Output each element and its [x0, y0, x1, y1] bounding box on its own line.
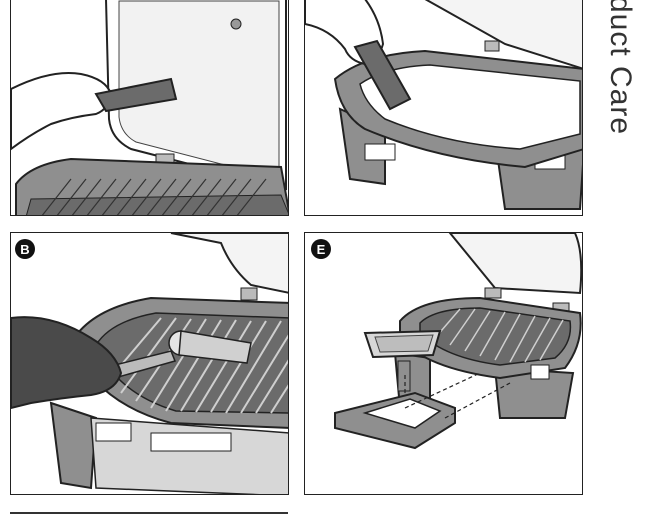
panel-lid-scraping: [10, 0, 289, 216]
section-title: duct Care: [603, 0, 643, 135]
cookbox-scraping-illustration: [305, 0, 582, 210]
panel-grate-brushing: B: [10, 232, 289, 495]
panel-drip-tray: E: [304, 232, 583, 495]
panel-cookbox-scraping: [304, 0, 583, 216]
footer-divider: [10, 512, 288, 514]
grate-brushing-illustration: [11, 233, 288, 494]
step-badge-b: B: [15, 239, 35, 259]
drip-tray-illustration: [334, 233, 582, 450]
section-title-text: duct Care: [604, 0, 637, 136]
lid-scraping-illustration: [11, 0, 288, 215]
step-badge-e: E: [311, 239, 331, 259]
